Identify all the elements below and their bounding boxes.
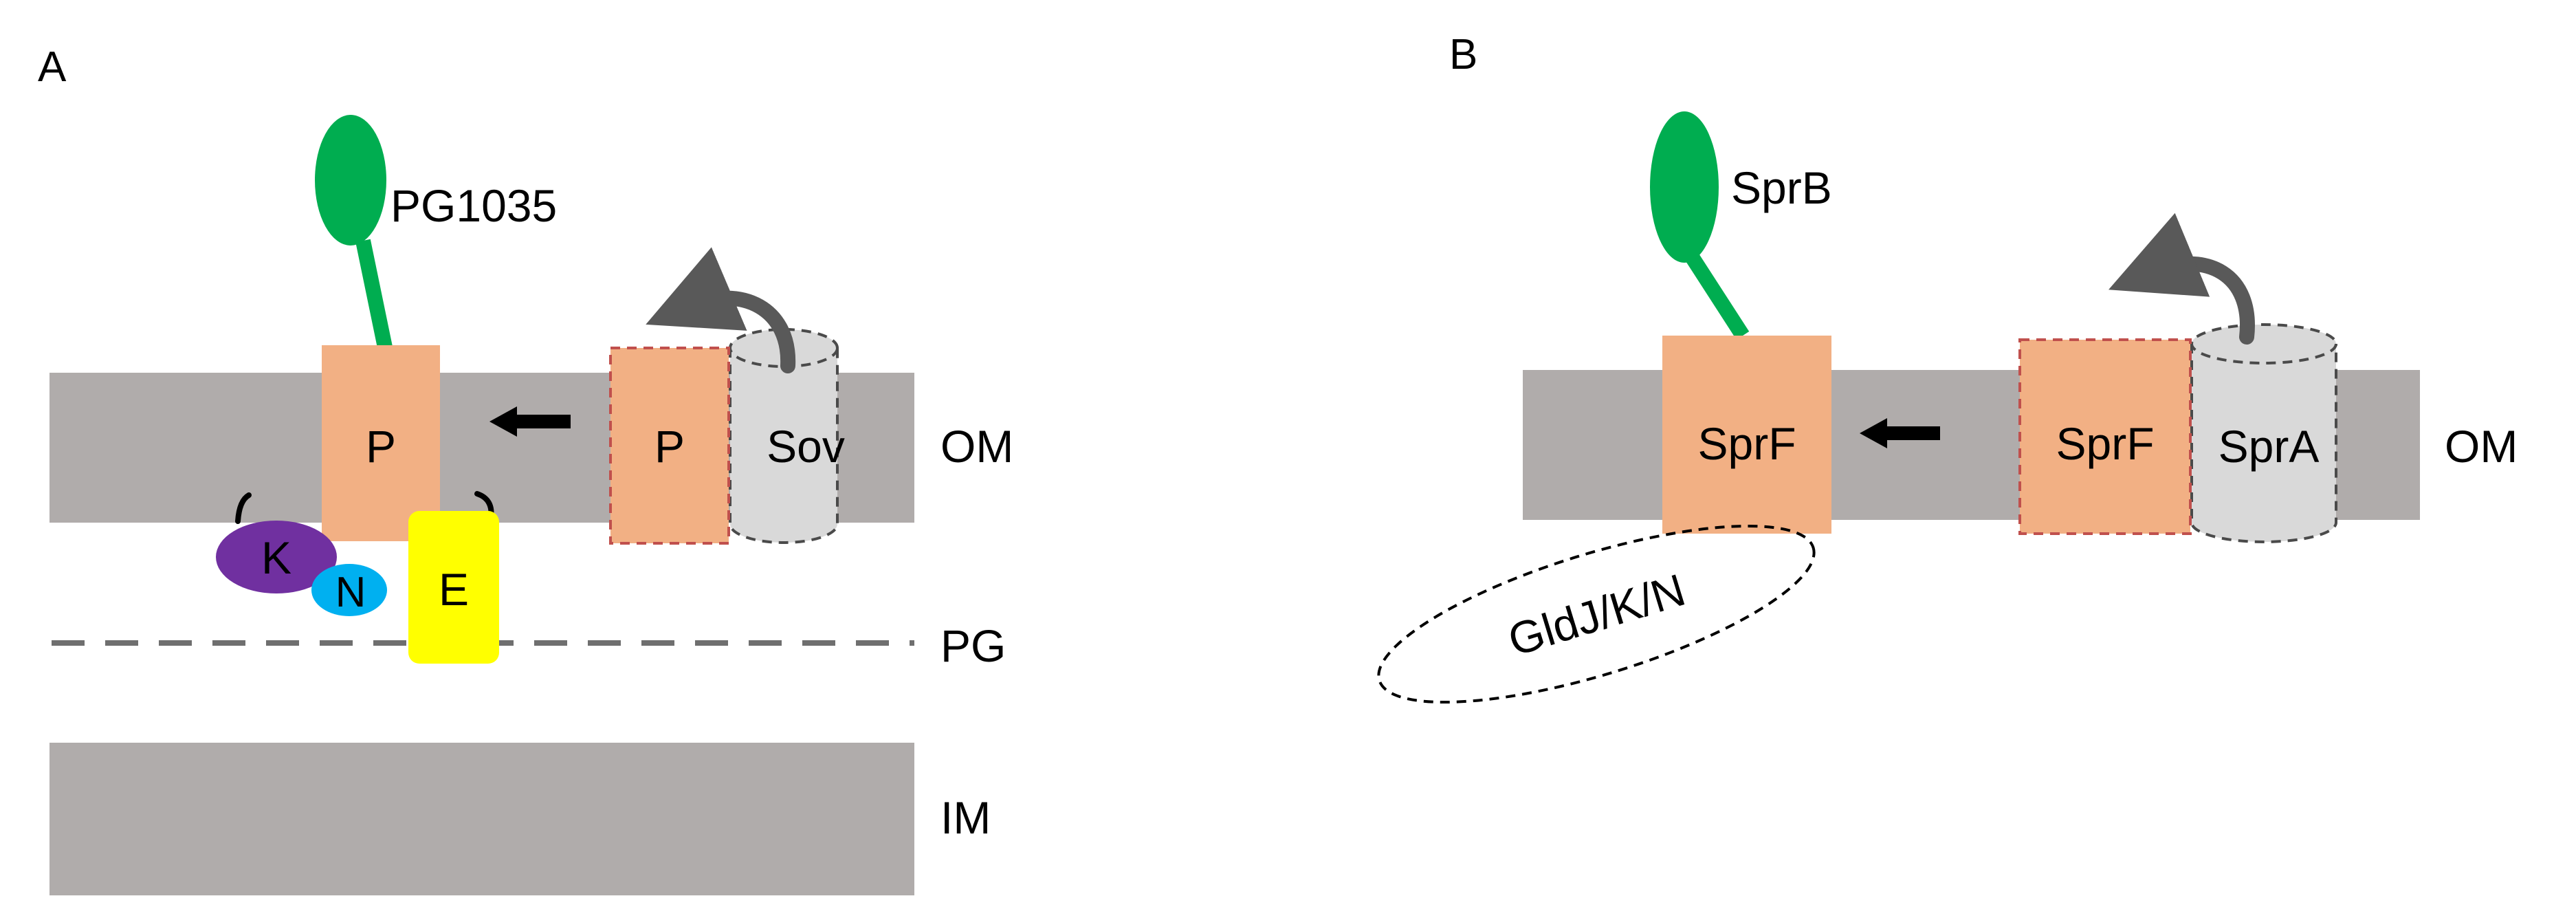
pg1035-label: PG1035 (390, 180, 557, 231)
gldjkn-outline (1377, 524, 1816, 704)
porp-moving-box (609, 347, 730, 545)
k-label: K (261, 532, 291, 583)
e-protein (408, 511, 499, 664)
pg1035-protein (315, 115, 386, 246)
n-protein (311, 564, 387, 616)
sov-cylinder (729, 348, 839, 544)
om-label-b: OM (2445, 421, 2518, 472)
gldjkn-label: GldJ/K/N (1502, 564, 1691, 666)
sprb-stalk (1684, 252, 1750, 340)
panel-a: A PG1035 P K N E P Sov OM (38, 43, 1013, 895)
porp-box (322, 345, 440, 541)
curved-arrow-b (2109, 212, 2255, 345)
sprf-moving-label: SprF (2056, 418, 2154, 469)
n-label: N (335, 569, 366, 616)
sprf-moving-box (2018, 338, 2192, 535)
porp-label: P (366, 421, 396, 472)
pg-label: PG (940, 620, 1006, 671)
move-arrow-a-head (489, 406, 517, 437)
pg1035-stalk (355, 239, 393, 349)
panel-b: B SprB SprF SprF SprA GldJ/K/N OM (1377, 31, 2518, 704)
porp-moving-label: P (654, 421, 685, 472)
spra-label: SprA (2219, 421, 2320, 472)
sov-label: Sov (767, 421, 845, 472)
inner-membrane (49, 743, 914, 895)
e-label: E (439, 564, 469, 615)
move-arrow-b-head (1860, 418, 1887, 448)
sprf-label: SprF (1697, 418, 1796, 469)
panel-b-label: B (1449, 31, 1477, 78)
curved-arrow-a (646, 247, 796, 373)
sprf-box (1662, 336, 1831, 534)
sprb-label: SprB (1731, 162, 1832, 213)
panel-a-label: A (38, 43, 67, 91)
k-protein (216, 521, 337, 593)
om-label-a: OM (940, 421, 1013, 472)
hook-left (235, 492, 252, 524)
spra-cylinder (2190, 344, 2337, 543)
im-label: IM (940, 792, 991, 843)
sprb-protein (1650, 111, 1719, 263)
spra-cylinder-top (2190, 323, 2337, 364)
